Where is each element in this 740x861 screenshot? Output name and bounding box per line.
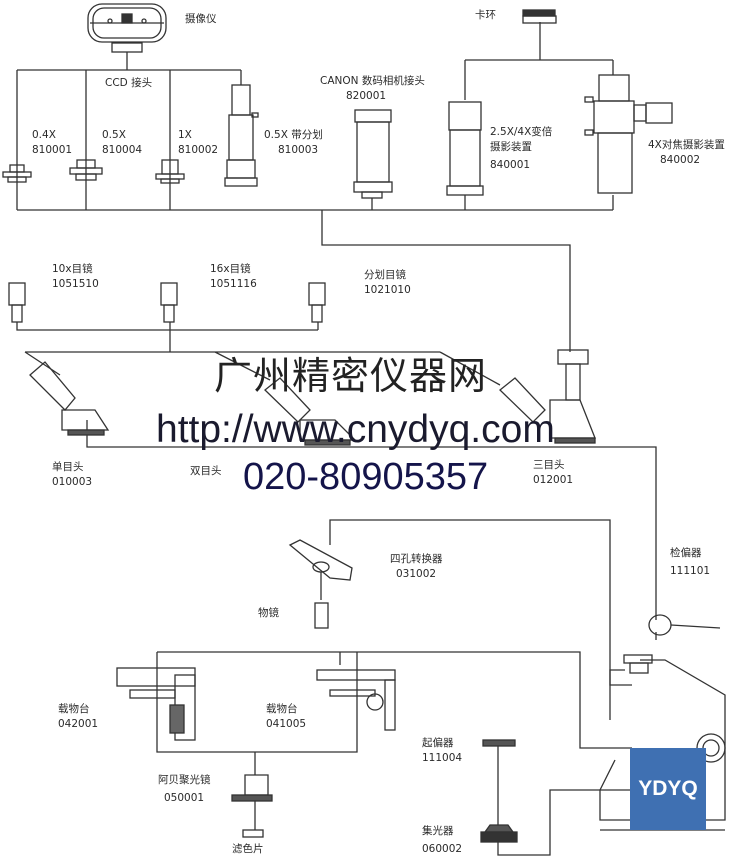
- label-code: 840002: [660, 154, 701, 166]
- label-name: CANON 数码相机接头: [320, 75, 425, 87]
- trinocular-head-label: 三目头 012001: [533, 458, 573, 488]
- label-code: 012001: [533, 474, 574, 486]
- monocular-head-label: 单目头 010003: [52, 460, 92, 490]
- ccd-adapter-icons: [2, 84, 259, 187]
- analyzer-label: 检偏器 111101: [670, 546, 710, 579]
- label-name: 载物台: [58, 703, 90, 715]
- observation-head-icons: [29, 349, 596, 446]
- nosepiece-icon: [288, 539, 353, 600]
- camera-label: 摄像仪: [185, 13, 217, 25]
- stage-icons: [116, 667, 396, 741]
- label-name: 起偏器: [422, 737, 454, 749]
- connector-lines: [16, 22, 657, 856]
- polarizer-label: 起偏器 111004: [422, 736, 462, 766]
- watermark-phone: 020-80905357: [243, 456, 489, 498]
- label-code: 050001: [164, 792, 205, 804]
- camera-icon: [87, 3, 167, 53]
- objective-label: 物镜: [258, 607, 279, 619]
- ydyq-logo: YDYQ: [630, 748, 706, 830]
- adapter-05x-reticle-label: 0.5X 带分划 810003: [264, 128, 323, 158]
- label-name: 16x目镜: [210, 263, 251, 275]
- optics-icons: [231, 739, 518, 843]
- watermark-site-name: 广州精密仪器网: [214, 354, 488, 398]
- label-name: 单目头: [52, 461, 84, 473]
- collector-label: 集光器 060002: [422, 824, 462, 857]
- eyepiece-icons: [8, 282, 326, 323]
- label-name: 4X对焦摄影装置: [648, 139, 725, 151]
- label-code: 1051510: [52, 278, 99, 290]
- photo-device-icons: [353, 9, 673, 199]
- label-code: 111004: [422, 752, 463, 764]
- label-code: 111101: [670, 565, 711, 577]
- label-code: 810003: [278, 144, 319, 156]
- label-code: 1021010: [364, 284, 411, 296]
- label-name: 0.5X: [102, 129, 126, 141]
- label-code: 810004: [102, 144, 143, 156]
- filter-label: 滤色片: [232, 843, 264, 855]
- adapter-05x-label: 0.5X 810004: [102, 128, 142, 158]
- label-code: 810002: [178, 144, 219, 156]
- nosepiece-label: 四孔转换器 031002: [390, 552, 443, 582]
- adapter-1x-label: 1X 810002: [178, 128, 218, 158]
- label-code: 1051116: [210, 278, 257, 290]
- adapter-04x-label: 0.4X 810001: [32, 128, 72, 158]
- label-code: 060002: [422, 843, 463, 855]
- label-name: 分划目镜: [364, 269, 406, 281]
- objective-icon: [314, 602, 329, 629]
- label-code: 840001: [490, 159, 531, 171]
- label-name: 2.5X/4X变倍: [490, 126, 553, 138]
- label-code: 810001: [32, 144, 73, 156]
- label-name-2: 摄影装置: [490, 141, 532, 153]
- eyepiece-16x-label: 16x目镜 1051116: [210, 262, 257, 292]
- label-name: 三目头: [533, 459, 565, 471]
- eyepiece-reticle-label: 分划目镜 1021010: [364, 268, 411, 298]
- canon-adapter-label: CANON 数码相机接头 820001: [320, 74, 425, 104]
- label-name: 集光器: [422, 825, 454, 837]
- eyepiece-10x-label: 10x目镜 1051510: [52, 262, 99, 292]
- label-name: 0.4X: [32, 129, 56, 141]
- watermark-url: http://www.cnydyq.com: [156, 408, 555, 451]
- label-name: 10x目镜: [52, 263, 93, 275]
- label-name: 四孔转换器: [390, 553, 443, 565]
- label-code: 041005: [266, 718, 307, 730]
- stage-042001-label: 载物台 042001: [58, 702, 98, 732]
- label-name: 载物台: [266, 703, 298, 715]
- label-name: 检偏器: [670, 547, 702, 559]
- ccd-adapter-label: CCD 接头: [105, 77, 153, 89]
- zoom-photo-label: 2.5X/4X变倍摄影装置 840001: [490, 125, 552, 173]
- binocular-head-label: 双目头: [190, 465, 222, 477]
- focus-photo-label: 4X对焦摄影装置 840002: [648, 138, 725, 168]
- label-code: 042001: [58, 718, 99, 730]
- abbe-condenser-label: 阿贝聚光镜 050001: [158, 773, 211, 806]
- stage-041005-label: 载物台 041005: [266, 702, 306, 732]
- label-code: 031002: [396, 568, 437, 580]
- clamp-ring-label: 卡环: [475, 9, 496, 21]
- label-code: 010003: [52, 476, 93, 488]
- label-name: 阿贝聚光镜: [158, 774, 211, 786]
- label-name: 0.5X 带分划: [264, 129, 323, 141]
- label-code: 820001: [346, 90, 387, 102]
- label-name: 1X: [178, 129, 192, 141]
